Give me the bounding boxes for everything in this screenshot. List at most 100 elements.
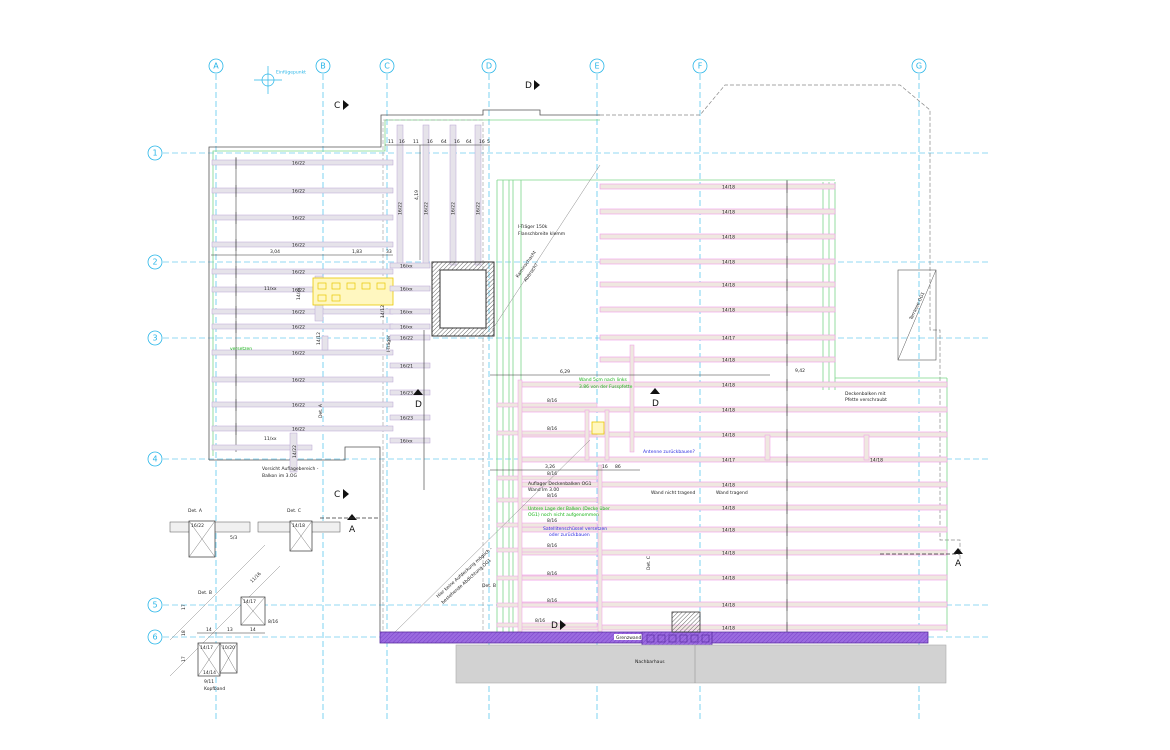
pier-opening bbox=[657, 634, 666, 643]
ceiling-beams-note: Deckenbalken mit bbox=[845, 391, 886, 397]
beam-left bbox=[211, 376, 394, 383]
section-marker-C bbox=[343, 100, 349, 110]
axis-label-6: 6 bbox=[152, 633, 157, 642]
beam-left bbox=[211, 159, 394, 166]
beam-stair-label: 16/23 bbox=[400, 391, 413, 397]
beam-right bbox=[599, 334, 836, 341]
top-dim: 16 bbox=[427, 139, 433, 145]
beam-right-label: 14/17 bbox=[722, 336, 735, 342]
det-c-marker: Det. C bbox=[646, 556, 652, 570]
beam-vertical-top bbox=[422, 124, 430, 266]
axis-bubble-G bbox=[911, 58, 927, 74]
axis-bubble-6 bbox=[147, 629, 163, 645]
beam-right-label: 14/18 bbox=[722, 308, 735, 314]
axis-label-A: A bbox=[213, 62, 219, 71]
beam-stair bbox=[389, 389, 431, 396]
beam-stair bbox=[389, 414, 431, 421]
beam-left-label: 16/22 bbox=[292, 189, 305, 195]
det-b-diag2 bbox=[169, 565, 281, 677]
dim-mid: 16 bbox=[602, 464, 608, 470]
beam-left-label: 16/22 bbox=[292, 325, 305, 331]
beam-left-label: 16/22 bbox=[292, 427, 305, 433]
beam-lower-left-label: 8/16 bbox=[535, 618, 545, 624]
det-b-beam-1-label: 14/17 bbox=[243, 599, 256, 605]
axis-bubble-A bbox=[208, 58, 224, 74]
beam-vertical-top bbox=[396, 124, 404, 266]
axis-label-3: 3 bbox=[152, 334, 157, 343]
beam-left-extra-label: 11/xx bbox=[264, 286, 277, 292]
det-b-dim-label: 17 bbox=[181, 656, 187, 662]
neighbor-house bbox=[455, 644, 947, 684]
balcony-note: Vorsicht Auflagebereich - bbox=[262, 466, 319, 472]
beam-left bbox=[211, 349, 394, 356]
pier-opening bbox=[690, 634, 699, 643]
line bbox=[289, 520, 313, 552]
beam-left-label: 16/22 bbox=[292, 243, 305, 249]
skylight-window bbox=[361, 282, 371, 290]
chimney-small bbox=[671, 611, 701, 633]
det-b-knee: Kopfband bbox=[204, 686, 225, 692]
beam-left-label: 16/22 bbox=[292, 216, 305, 222]
leader-line-diag bbox=[394, 439, 591, 633]
beam-lower-left bbox=[496, 475, 598, 481]
beam-right-label: 14/18 bbox=[722, 235, 735, 241]
balcony-note: Balkon im 3.OG bbox=[262, 473, 297, 479]
beam-left-extra-label: 14/12 bbox=[380, 305, 386, 318]
beam-right-label: 14/18 bbox=[722, 506, 735, 512]
axis-bubble-5 bbox=[147, 597, 163, 613]
beam-right-label: 14/18 bbox=[722, 408, 735, 414]
section-marker-C bbox=[343, 489, 349, 499]
section-marker-D bbox=[650, 388, 660, 394]
wall-moved-note: 3.86 von der Fusspfette bbox=[579, 384, 633, 390]
beam-vertical-label: 16/22 bbox=[398, 202, 404, 215]
dim-label: 3,04 bbox=[270, 249, 280, 255]
section-marker-A bbox=[953, 548, 963, 554]
beam-lower-left-label: 8/16 bbox=[547, 518, 557, 524]
beam-lower-left-label: 8/16 bbox=[547, 426, 557, 432]
beam-right-label: 14/18 bbox=[722, 626, 735, 632]
axis-label-F: F bbox=[698, 62, 703, 71]
section-marker-D bbox=[534, 80, 540, 90]
beam-left-extra-label: 14/12 bbox=[316, 332, 322, 345]
no-opening-note: Hier keine Aufdeckung möglich - bbox=[435, 546, 494, 600]
beam-lower-left bbox=[496, 402, 598, 408]
dim-label: 4,19 bbox=[414, 190, 420, 200]
beam-left bbox=[211, 425, 394, 432]
top-dim: 11 bbox=[413, 139, 419, 145]
beam-lower-left-label: 8/16 bbox=[547, 598, 557, 604]
axis-label-G: G bbox=[916, 62, 922, 71]
lower-layer-note: OG1) noch nicht aufgenommen bbox=[528, 512, 599, 518]
support-note: Auflager Deckenbalken OG1 bbox=[528, 481, 592, 487]
top-dim: 64 bbox=[466, 139, 472, 145]
beam-left-label: 16/22 bbox=[292, 378, 305, 384]
building-outline-lower bbox=[209, 446, 381, 632]
ceiling-beams-note: Pfette verschraubt bbox=[845, 397, 887, 403]
line bbox=[219, 642, 238, 674]
line bbox=[240, 596, 266, 626]
pier-opening bbox=[668, 634, 677, 643]
beam-left bbox=[211, 214, 394, 221]
antenna-note: Antenne zurückbauen? bbox=[643, 449, 695, 455]
det-b-dim-label: 17 bbox=[181, 604, 187, 610]
section-label-A: A bbox=[349, 525, 356, 535]
top-dim: 16 bbox=[454, 139, 460, 145]
beam-stair-label: 16/xx bbox=[400, 287, 413, 293]
det-b-title: Det. B bbox=[198, 590, 212, 596]
section-marker-D bbox=[560, 620, 566, 630]
axis-bubble-B bbox=[315, 58, 331, 74]
beam-vertical-pink bbox=[584, 409, 590, 461]
beam-stair-label: 16/xx bbox=[400, 439, 413, 445]
beam-lower-left bbox=[496, 497, 598, 503]
pier-opening bbox=[701, 634, 710, 643]
beam-right bbox=[599, 208, 836, 215]
det-b-dim-label: 14 bbox=[206, 627, 212, 633]
beam-vertical-pink bbox=[517, 379, 523, 633]
chimney-opening bbox=[439, 269, 487, 329]
beam-left bbox=[211, 401, 394, 408]
beam-lower-left bbox=[496, 622, 598, 628]
beam-right-label: 14/18 bbox=[722, 210, 735, 216]
beam-stair bbox=[389, 308, 431, 315]
beam-right bbox=[599, 183, 836, 190]
border-wall-pier bbox=[641, 631, 713, 647]
